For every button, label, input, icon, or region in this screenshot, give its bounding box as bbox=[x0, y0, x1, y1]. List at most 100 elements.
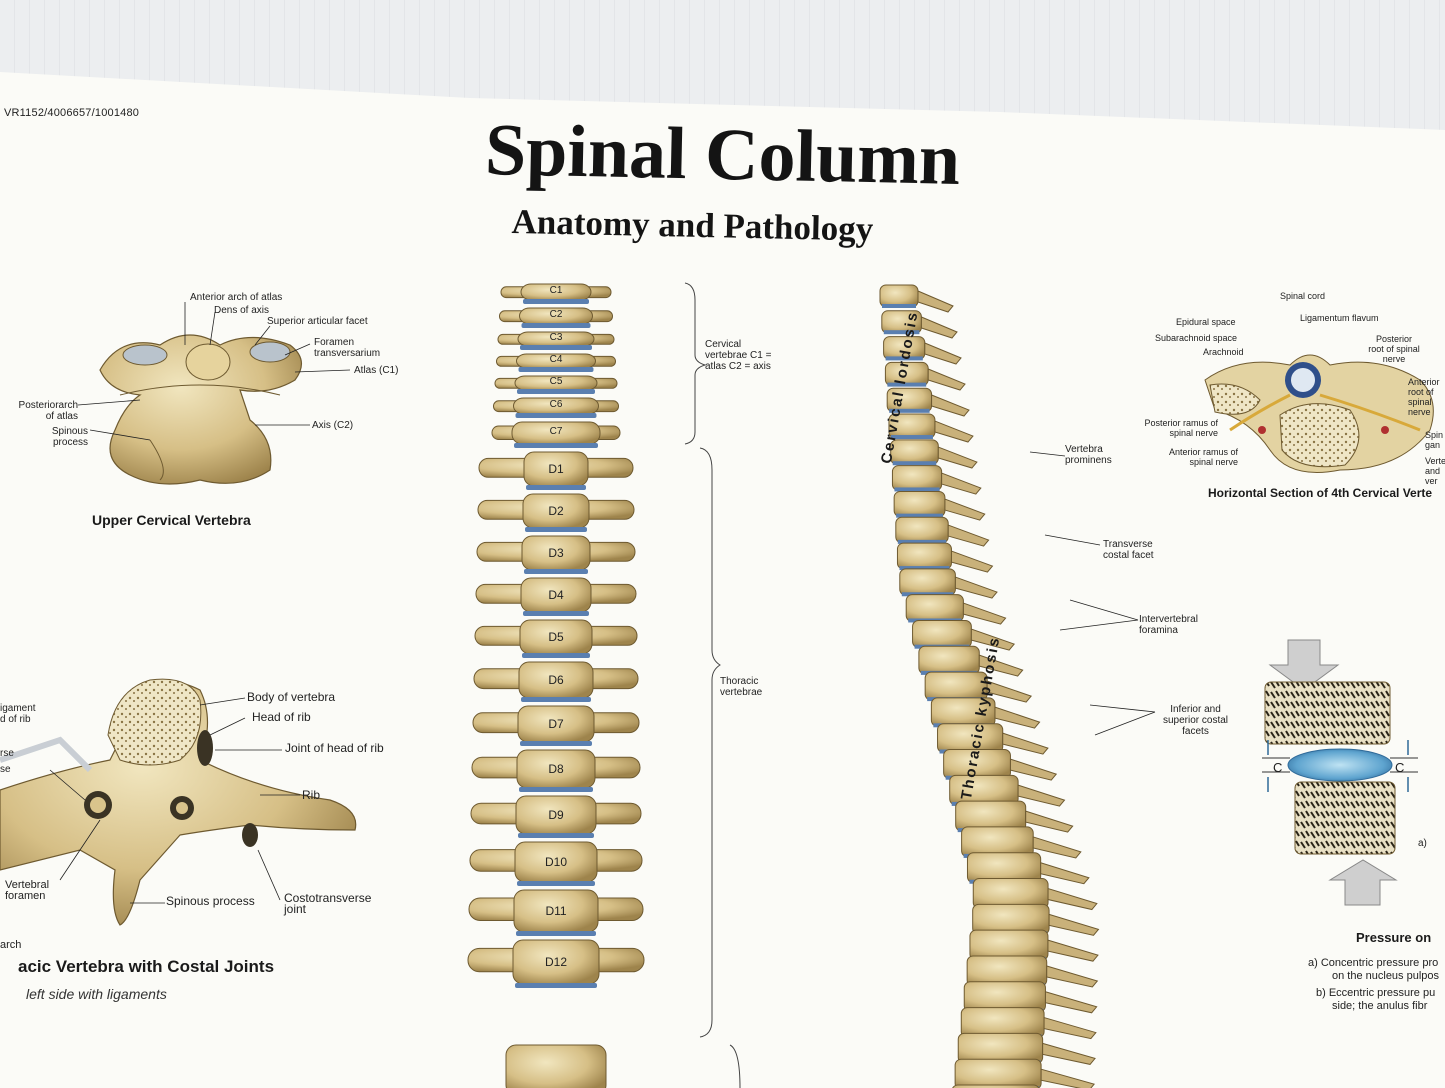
spinous-process bbox=[937, 446, 978, 469]
intervertebral-disc bbox=[526, 485, 586, 490]
side-disc bbox=[885, 356, 923, 361]
label-arachnoid: Arachnoid bbox=[1203, 347, 1244, 357]
spinous-process bbox=[950, 550, 994, 573]
side-vertebra bbox=[954, 1058, 1042, 1088]
label-foramen: Foramen transversarium bbox=[314, 337, 381, 359]
side-disc bbox=[897, 539, 947, 544]
caption-thoracic-costal: acic Vertebra with Costal Joints bbox=[18, 957, 275, 976]
spinous-process bbox=[970, 628, 1016, 651]
label-superior-facet: Superior articular facet bbox=[267, 316, 368, 327]
intervertebral-disc bbox=[522, 653, 590, 658]
spinous-process bbox=[1044, 991, 1098, 1014]
side-vertebra bbox=[891, 465, 943, 491]
spinous-process bbox=[924, 342, 962, 365]
side-disc bbox=[892, 461, 937, 466]
spinous-process bbox=[1040, 862, 1090, 885]
thoracic-vertebra-drawing bbox=[0, 678, 357, 926]
intervertebral-disc bbox=[514, 443, 598, 448]
note-thoracic-costal: left side with ligaments bbox=[26, 986, 167, 1002]
spinous-process bbox=[1046, 965, 1099, 988]
spinous-process bbox=[927, 368, 966, 391]
label-rse: rse bbox=[0, 748, 14, 759]
spinous-process bbox=[934, 420, 974, 443]
label-prominens: Vertebra prominens bbox=[1065, 444, 1112, 466]
label-se: se bbox=[0, 764, 11, 775]
spinous-process bbox=[920, 316, 958, 339]
vertebra-label-c5: C5 bbox=[549, 376, 563, 387]
spinous-process bbox=[1032, 836, 1082, 859]
spinous-process bbox=[994, 706, 1041, 729]
label-cervical-vertebrae: Cervical vertebrae C1 = atlas C2 = axis bbox=[705, 339, 772, 372]
label-posterior-root: Posterior root of spinal nerve bbox=[1368, 334, 1420, 364]
intervertebral-disc bbox=[521, 697, 591, 702]
label-a: a) bbox=[1418, 838, 1427, 849]
intervertebral-disc bbox=[515, 983, 597, 988]
label-dens: Dens of axis bbox=[214, 305, 270, 316]
spinous-process bbox=[941, 472, 982, 495]
intervertebral-disc bbox=[518, 367, 594, 372]
pressure-note-1: a) Concentric pressure pro bbox=[1308, 957, 1439, 969]
side-vertebra bbox=[912, 619, 972, 649]
side-vertebra bbox=[895, 516, 949, 544]
label-epidural: Epidural space bbox=[1176, 317, 1236, 327]
vertebra-label-d9: D9 bbox=[548, 808, 564, 822]
spinous-process bbox=[962, 602, 1007, 625]
label-intervertebral: Intervertebral foramina bbox=[1139, 614, 1198, 636]
label-body-vertebra: Body of vertebra bbox=[247, 690, 336, 704]
intervertebral-disc bbox=[524, 569, 588, 574]
spinous-process bbox=[1025, 810, 1074, 833]
vertebra-label-d5: D5 bbox=[548, 630, 564, 644]
label-arch: arch bbox=[0, 939, 22, 951]
intervertebral-disc bbox=[523, 299, 589, 304]
label-atlas: Atlas (C1) bbox=[354, 365, 399, 376]
label-anterior-root: Anterior root of spinal nerve bbox=[1408, 377, 1440, 417]
vertebra-label-d6: D6 bbox=[548, 673, 564, 687]
vertebra-label-c4: C4 bbox=[549, 354, 563, 365]
side-vertebra bbox=[918, 645, 980, 675]
spinous-process bbox=[1017, 784, 1066, 807]
pressure-note-3: b) Eccentric pressure pu bbox=[1316, 987, 1436, 999]
spinous-process bbox=[1047, 939, 1099, 962]
side-vertebra bbox=[951, 1084, 1041, 1088]
spinous-process bbox=[954, 576, 998, 599]
side-disc bbox=[882, 304, 916, 308]
intervertebral-disc bbox=[525, 527, 587, 532]
label-spin: Spin gan bbox=[1425, 430, 1444, 450]
vertebra-label-d3: D3 bbox=[548, 546, 564, 560]
label-posterior-arch: Posteriorarch of atlas bbox=[18, 400, 78, 422]
intervertebral-disc bbox=[520, 345, 592, 350]
side-vertebra bbox=[896, 542, 952, 570]
vertebra-label-d8: D8 bbox=[548, 762, 564, 776]
side-vertebra bbox=[905, 594, 964, 622]
spinous-process bbox=[986, 680, 1032, 703]
vertebra-label-d4: D4 bbox=[548, 588, 564, 602]
label-head-rib: Head of rib bbox=[252, 710, 311, 724]
side-disc bbox=[894, 487, 940, 492]
label-costotransverse: Costotransverse joint bbox=[284, 891, 372, 916]
side-disc bbox=[896, 513, 943, 518]
side-vertebra bbox=[893, 490, 946, 518]
side-disc bbox=[887, 382, 927, 387]
intervertebral-disc bbox=[516, 931, 596, 936]
spinous-process bbox=[1043, 1016, 1097, 1040]
label-transverse-facet: Transverse costal facet bbox=[1103, 539, 1154, 561]
label-costal-facets: Inferior and superior costal facets bbox=[1162, 704, 1229, 737]
vertebra-label-d10: D10 bbox=[544, 855, 567, 869]
pressure-note-4: side; the anulus fibr bbox=[1332, 1000, 1428, 1012]
spinous-process bbox=[947, 524, 990, 547]
vertebra-label-d11: D11 bbox=[545, 904, 567, 918]
leader-lines bbox=[49, 302, 1156, 904]
label-c-right: C bbox=[1395, 760, 1405, 775]
vertebra-body bbox=[505, 1044, 607, 1088]
label-thoracic-vertebrae: Thoracic vertebrae bbox=[720, 676, 763, 698]
label-spinal-cord: Spinal cord bbox=[1280, 291, 1326, 301]
intervertebral-disc bbox=[515, 413, 597, 418]
label-axis: Axis (C2) bbox=[312, 420, 354, 431]
intervertebral-disc bbox=[520, 741, 592, 746]
label-ligamentum: Ligamentum flavum bbox=[1300, 313, 1379, 323]
spinous-process bbox=[917, 290, 954, 313]
caption-horizontal-section: Horizontal Section of 4th Cervical Verte bbox=[1208, 486, 1433, 500]
cervical-bracket bbox=[684, 282, 707, 445]
